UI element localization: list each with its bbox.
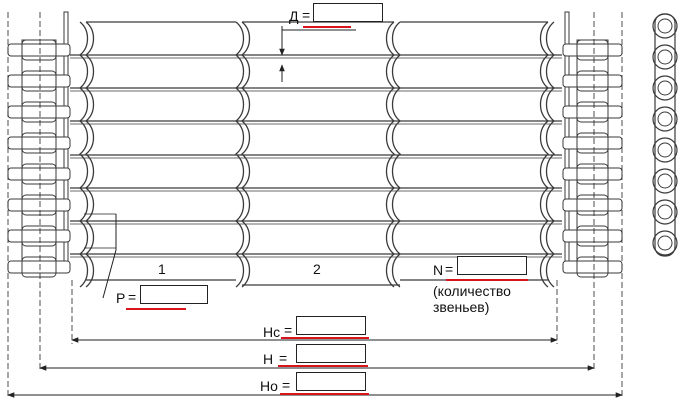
- side-chains: [7, 11, 623, 278]
- side-chain-pin: [657, 111, 673, 127]
- underline-p: [126, 308, 186, 310]
- eq-n: =: [445, 261, 454, 277]
- underline-hc: [281, 337, 369, 339]
- side-chain-pin: [657, 49, 673, 65]
- chain-pin: [7, 74, 71, 88]
- label-ho: Но: [260, 378, 278, 394]
- input-ho[interactable]: [296, 372, 366, 391]
- label-h: Н: [263, 351, 274, 367]
- underline-h: [278, 365, 368, 367]
- label-p: P: [116, 290, 126, 306]
- input-h[interactable]: [296, 344, 366, 363]
- mesh-spiral-edge: [385, 21, 396, 288]
- chain-pin: [562, 229, 623, 243]
- chain-pin: [7, 136, 71, 150]
- side-chain-link: [652, 44, 678, 70]
- section-2-label: 2: [313, 261, 321, 277]
- input-d[interactable]: [313, 3, 383, 22]
- chain-pin: [7, 198, 71, 212]
- side-chain-pin: [657, 142, 673, 158]
- chain-roller: [21, 194, 57, 216]
- mesh-spiral-edge: [78, 21, 89, 288]
- chain-roller: [21, 70, 57, 92]
- eq-d: =: [302, 7, 311, 23]
- side-chain-pin: [657, 204, 673, 220]
- chain-pin: [7, 43, 71, 57]
- mesh-spiral-edge: [84, 21, 95, 288]
- input-p[interactable]: [140, 285, 208, 304]
- chain-pin: [7, 167, 71, 181]
- chain-roller: [576, 39, 609, 61]
- chain-roller: [576, 256, 609, 278]
- side-chain-link: [652, 230, 678, 256]
- eq-h: =: [279, 350, 288, 366]
- side-chain-link: [652, 199, 678, 225]
- chain-pin: [562, 105, 623, 119]
- chain-roller: [21, 163, 57, 185]
- chain-pin: [562, 198, 623, 212]
- wire-mesh: [70, 21, 562, 288]
- chain-pin: [7, 260, 71, 274]
- side-chain-pin: [657, 80, 673, 96]
- side-chain-link: [652, 168, 678, 194]
- mesh-spiral-edge: [234, 21, 245, 288]
- chain-roller: [21, 39, 57, 61]
- label-hc: Нс: [263, 324, 281, 340]
- chain-side-view: [652, 13, 678, 257]
- chain-roller: [576, 163, 609, 185]
- side-chain-link: [652, 106, 678, 132]
- chain-roller: [576, 101, 609, 123]
- input-hc[interactable]: [296, 316, 366, 335]
- chain-roller: [576, 225, 609, 247]
- dimension-lines: [7, 12, 623, 399]
- label-n: N: [433, 262, 444, 278]
- chain-pin: [562, 74, 623, 88]
- mesh-spiral-edge: [545, 21, 556, 288]
- label-d: Д: [289, 8, 299, 24]
- side-chain-pin: [657, 18, 673, 34]
- side-chain-link: [652, 75, 678, 101]
- chain-roller: [21, 132, 57, 154]
- chain-roller: [21, 256, 57, 278]
- chain-roller: [21, 101, 57, 123]
- chain-roller: [576, 132, 609, 154]
- mesh-spiral-edge: [539, 21, 550, 288]
- mesh-spiral-edge: [240, 21, 251, 288]
- chain-roller: [576, 194, 609, 216]
- mesh-section-outline: [86, 21, 548, 286]
- side-chain-link: [652, 137, 678, 163]
- chain-pin: [562, 260, 623, 274]
- eq-p: =: [128, 289, 137, 305]
- chain-roller: [21, 225, 57, 247]
- input-n[interactable]: [457, 256, 527, 275]
- leader-line-p: [102, 249, 117, 299]
- section-1-label: 1: [158, 261, 166, 277]
- eq-hc: =: [284, 322, 293, 338]
- note-n: (количество звеньев): [433, 283, 511, 315]
- chain-pin: [562, 43, 623, 57]
- underline-d: [303, 26, 351, 28]
- chain-pin: [7, 229, 71, 243]
- mesh-spiral-edge: [391, 21, 402, 288]
- chain-pin: [562, 136, 623, 150]
- side-chain-pin: [657, 235, 673, 251]
- chain-pin: [562, 167, 623, 181]
- chain-roller: [576, 70, 609, 92]
- eq-ho: =: [282, 377, 291, 393]
- chain-pin: [7, 105, 71, 119]
- side-chain-outline: [654, 13, 676, 257]
- underline-ho: [280, 393, 369, 395]
- underline-n: [446, 279, 528, 281]
- side-chain-pin: [657, 173, 673, 189]
